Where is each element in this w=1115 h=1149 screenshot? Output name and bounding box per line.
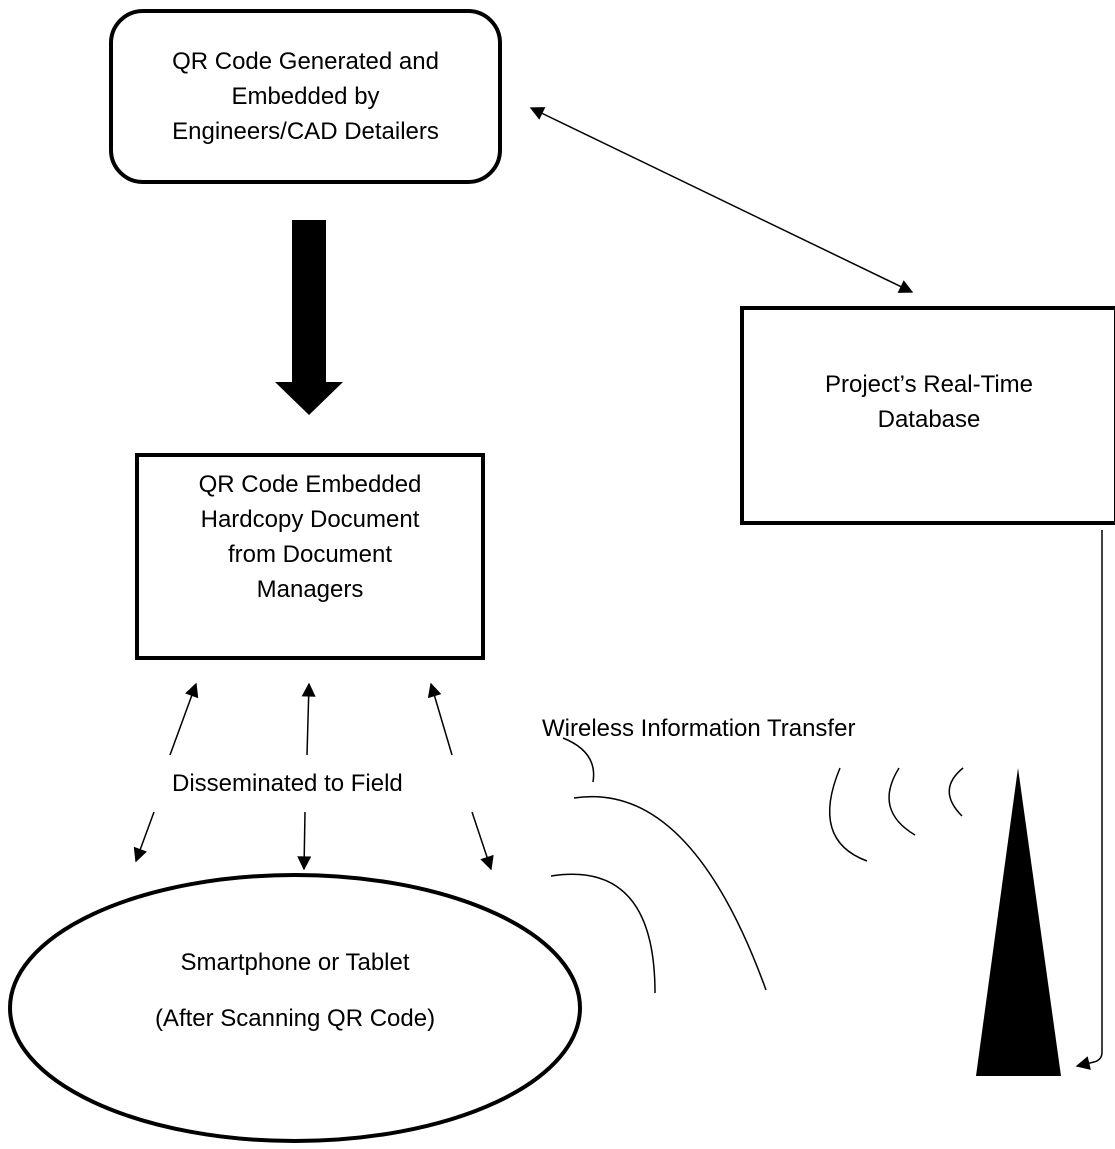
wireless-label: Wireless Information Transfer [542,715,856,742]
dissemination-arrow-center-down [297,811,312,871]
device-line-2: (After Scanning QR Code) [154,1005,436,1032]
qr-generated-line-3: Engineers/CAD Detailers [172,118,439,145]
database-line-2: Database [877,406,981,433]
block-arrow [275,220,343,415]
hardcopy-line-3: from Document [227,541,393,568]
qr-generated-line-2: Embedded by [231,83,380,110]
device-wave-small [562,737,595,783]
dissemination-arrow-left-down [133,811,155,863]
dissemination-arrow-left-up [169,682,199,756]
device-wave-large [573,795,767,991]
hardcopy-box [135,453,485,660]
tower-icon [976,768,1061,1076]
double-arrow-db [529,107,914,293]
hardcopy-label: QR Code Embedded Hardcopy Document from … [137,467,483,607]
database-box [740,306,1115,525]
device-line-1: Smartphone or Tablet [180,949,410,976]
hardcopy-line-2: Hardcopy Document [200,506,420,533]
qr-generated-box [109,9,502,184]
dissemination-arrow-right-down [471,811,494,871]
database-to-tower-connector [1075,530,1103,1070]
dissemination-arrow-right-up [427,682,453,756]
tower-wave-medium [888,767,916,836]
qr-generated-line-1: QR Code Generated and [172,48,439,75]
database-label: Project’s Real-Time Database [742,367,1115,437]
qr-generated-label: QR Code Generated and Embedded by Engine… [111,44,500,149]
hardcopy-line-1: QR Code Embedded [198,471,422,498]
hardcopy-line-4: Managers [256,576,364,603]
device-ellipse [8,873,582,1143]
dissemination-arrow-center-up [301,682,316,756]
device-label: Smartphone or Tablet (After Scanning QR … [70,946,520,1036]
database-line-1: Project’s Real-Time [824,371,1034,398]
device-wave-medium [550,873,656,994]
tower-wave-large [828,767,868,862]
disseminated-label: Disseminated to Field [172,770,403,797]
tower-wave-small [948,767,964,817]
